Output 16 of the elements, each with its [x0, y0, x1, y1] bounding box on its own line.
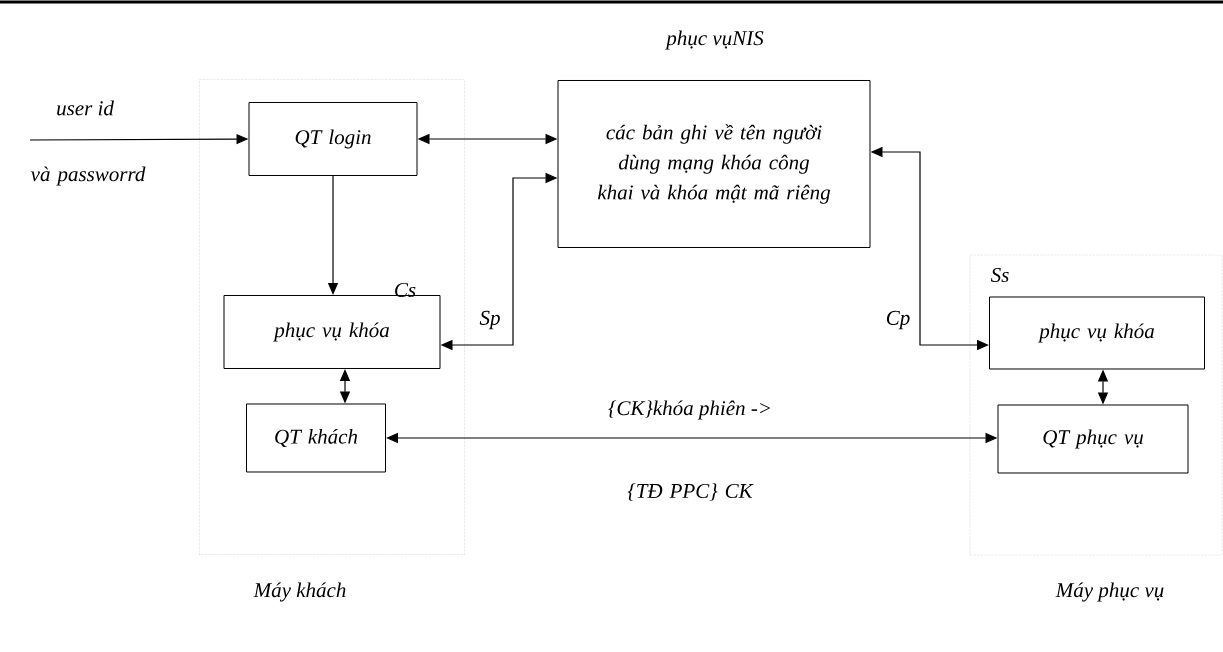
process-box: QT khách	[246, 403, 386, 473]
record-box: các bản ghi về tên người dùng mạng khóa công khai và khóa mật mã riêng	[557, 80, 871, 248]
process-box: phục vụ khóa	[223, 295, 441, 369]
edge-label: user id	[55, 99, 115, 117]
edge-label: Cp	[884, 309, 912, 331]
edge-label: Sp	[478, 309, 502, 331]
note-text: {TĐ PPC} CK	[627, 483, 754, 501]
process-box: phục vụ khóa	[989, 296, 1205, 370]
caption-text: Ss	[990, 267, 1009, 283]
caption-text: Máy phục vụ	[1055, 582, 1164, 602]
heading-text: phục vụNIS	[665, 30, 764, 50]
edge-label: {CK}khóa phiên ->	[607, 399, 773, 421]
note-text: và passworrd	[30, 166, 146, 186]
caption-text: Máy khách	[253, 582, 346, 602]
process-box: QT phục vụ	[997, 404, 1189, 474]
process-box: QT login	[248, 102, 418, 176]
